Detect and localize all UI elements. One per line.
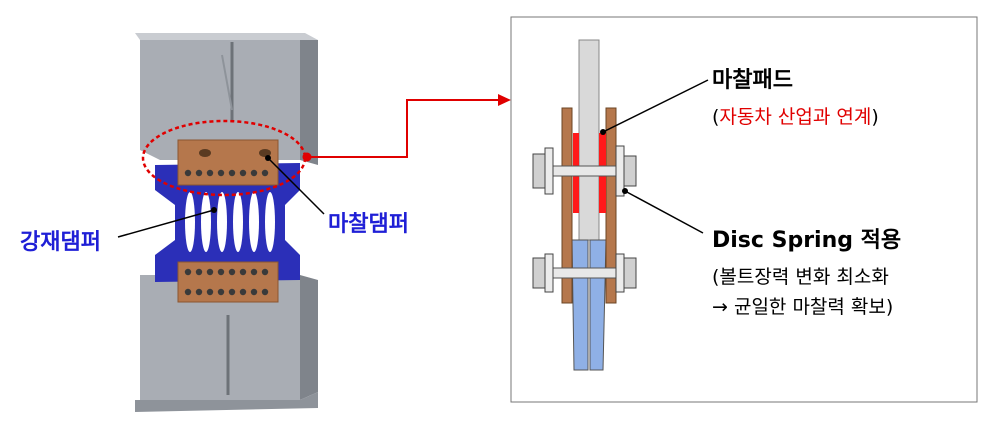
lower-washer-left (544, 253, 554, 293)
friction-pad-note: (자동차 산업과 연계) (712, 102, 879, 129)
disc-spring-note-line1: (볼트장력 변화 최소화 (712, 266, 889, 288)
disc-spring-leader-dot (622, 188, 628, 194)
friction-pad-note-text: 자동차 산업과 연계 (719, 106, 872, 128)
friction-damper-label: 마찰댐퍼 (328, 212, 409, 237)
damper-cutout-left (155, 190, 175, 255)
steel-damper-leader-dot (211, 207, 217, 213)
friction-pad-label: 마찰패드 (712, 68, 793, 93)
steel-damper-leader (117, 209, 215, 238)
paren-close: ) (871, 106, 879, 128)
cross-section (532, 39, 637, 371)
lower-friction-bolts (184, 268, 269, 296)
splice-plate-left (561, 107, 573, 304)
upper-disc-spring (615, 145, 625, 197)
disc-spring-note-line2: → 균일한 마찰력 확보) (712, 296, 894, 318)
upper-washer-left (544, 147, 554, 195)
lower-bolt-head (532, 257, 546, 289)
upper-nut (623, 155, 637, 187)
friction-pad-leader-dot (600, 129, 606, 135)
friction-pad-leader (602, 79, 709, 133)
upper-column-side (300, 40, 318, 165)
lower-column-web (140, 275, 300, 400)
friction-damper-leader-dot (265, 155, 271, 161)
upper-friction-plate (177, 139, 279, 186)
steel-damper-slots (185, 192, 275, 252)
upper-stiffener-2 (221, 54, 233, 111)
damper-cutout-right (285, 190, 300, 255)
upper-bolt-head (532, 153, 546, 189)
upper-friction-bolts (184, 149, 271, 177)
lower-nut (623, 257, 637, 289)
center-plate-upper (578, 39, 600, 241)
lower-washer-right (615, 253, 625, 293)
steel-damper-label: 강재댐퍼 (20, 230, 101, 255)
upper-column-flange-top (135, 33, 318, 40)
friction-damper-leader (267, 157, 325, 215)
lower-column-flange-bottom (135, 392, 318, 412)
callout-arrowhead (498, 94, 511, 106)
callout-arrow (302, 99, 503, 162)
upper-column-web (140, 40, 300, 160)
disc-spring-label: Disc Spring 적용 (712, 228, 902, 253)
lower-plate-right (589, 239, 607, 371)
paren-open: ( (712, 106, 720, 128)
disc-spring-leader (624, 190, 704, 234)
lower-column-side (300, 275, 318, 400)
column-assembly (135, 33, 318, 412)
lower-plate-left (571, 239, 589, 371)
lower-friction-plate (177, 261, 279, 303)
